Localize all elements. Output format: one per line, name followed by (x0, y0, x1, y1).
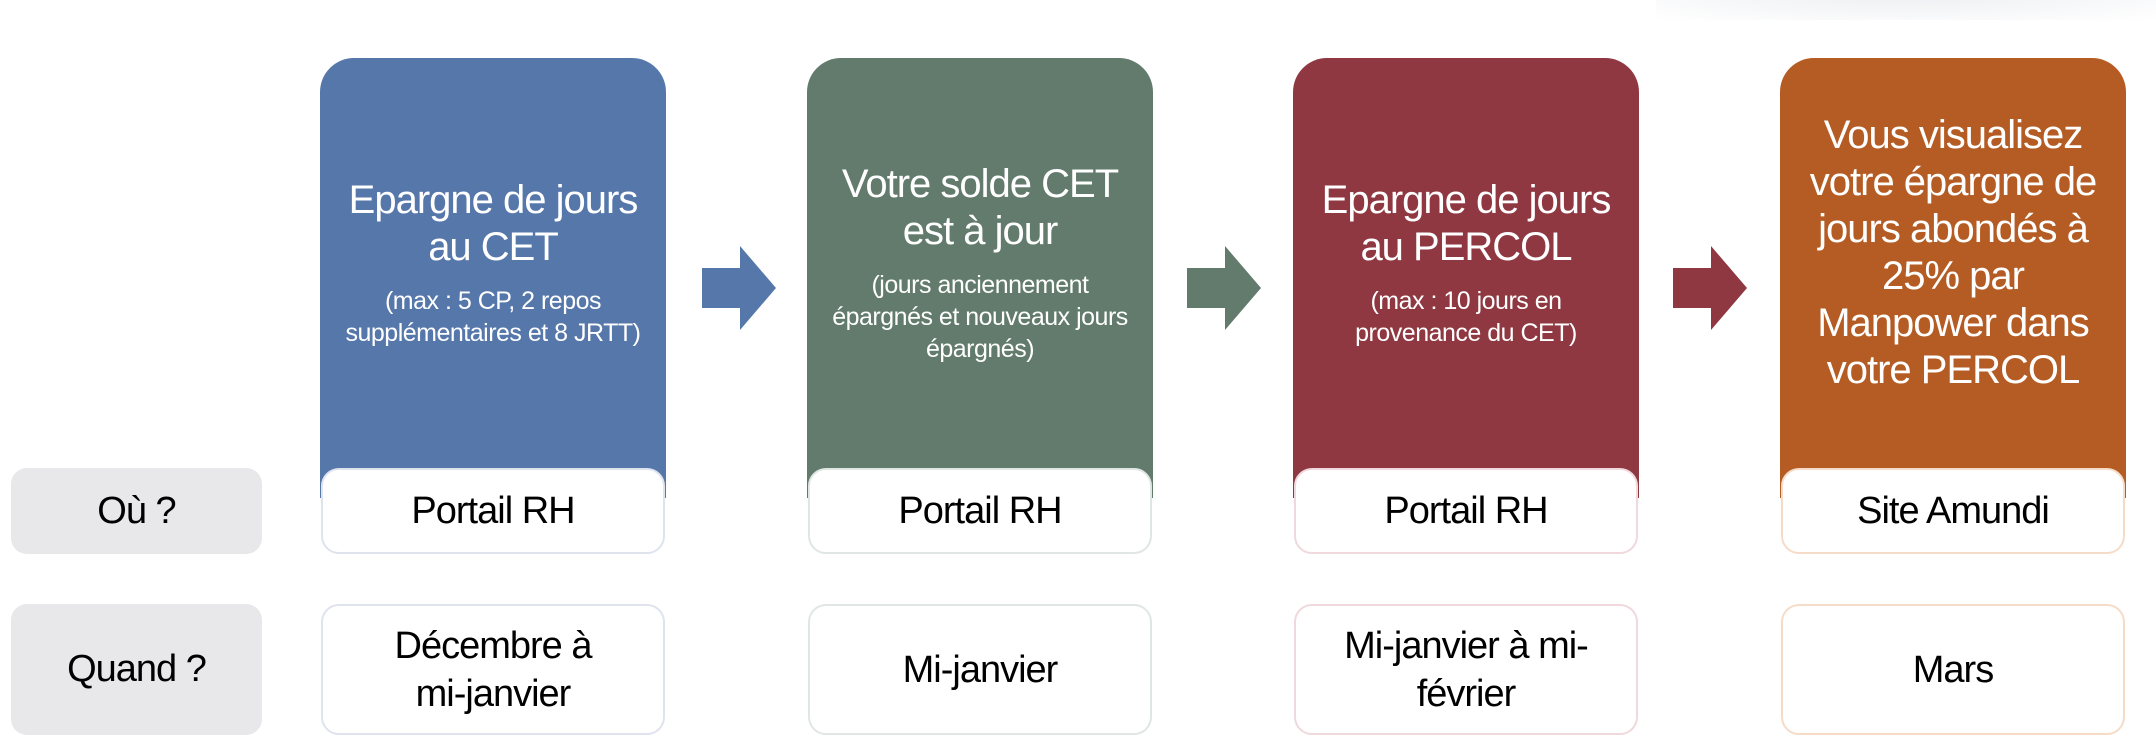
step-subtitle: (max : 5 CP, 2 repos supplémentaires et … (345, 287, 642, 347)
step-card-percol-view: Vous visualisez votre épargne de jours a… (1780, 58, 2126, 498)
when-cell: Décembre à mi-janvier (321, 604, 665, 735)
when-cell: Mi-janvier à mi-février (1294, 604, 1638, 735)
when-cell: Mi-janvier (808, 604, 1152, 735)
step-card-percol-savings: Epargne de jours au PERCOL (max : 10 jou… (1293, 58, 1639, 498)
where-cell: Site Amundi (1781, 468, 2125, 554)
step-subtitle: (max : 10 jours en provenance du CET) (1355, 287, 1577, 347)
arrow-right-icon (1187, 246, 1261, 330)
step-subtitle: (jours anciennement épargnés et nouveaux… (832, 271, 1128, 363)
step-card-cet-balance: Votre solde CET est à jour (jours ancien… (807, 58, 1153, 498)
arrow-right-icon (702, 246, 776, 330)
step-title: Vous visualisez votre épargne de jours a… (1809, 113, 2097, 392)
step-title: Votre solde CET est à jour (841, 162, 1119, 253)
when-cell: Mars (1781, 604, 2125, 735)
where-cell: Portail RH (808, 468, 1152, 554)
where-cell: Portail RH (1294, 468, 1638, 554)
step-title: Epargne de jours au PERCOL (1321, 178, 1612, 269)
step-title: Epargne de jours au CET (348, 178, 639, 269)
row-label-when: Quand ? (11, 604, 262, 735)
shadow-decoration (1656, 0, 2156, 20)
row-label-where: Où ? (11, 468, 262, 554)
where-cell: Portail RH (321, 468, 665, 554)
step-card-cet-savings: Epargne de jours au CET (max : 5 CP, 2 r… (320, 58, 666, 498)
arrow-right-icon (1673, 246, 1747, 330)
